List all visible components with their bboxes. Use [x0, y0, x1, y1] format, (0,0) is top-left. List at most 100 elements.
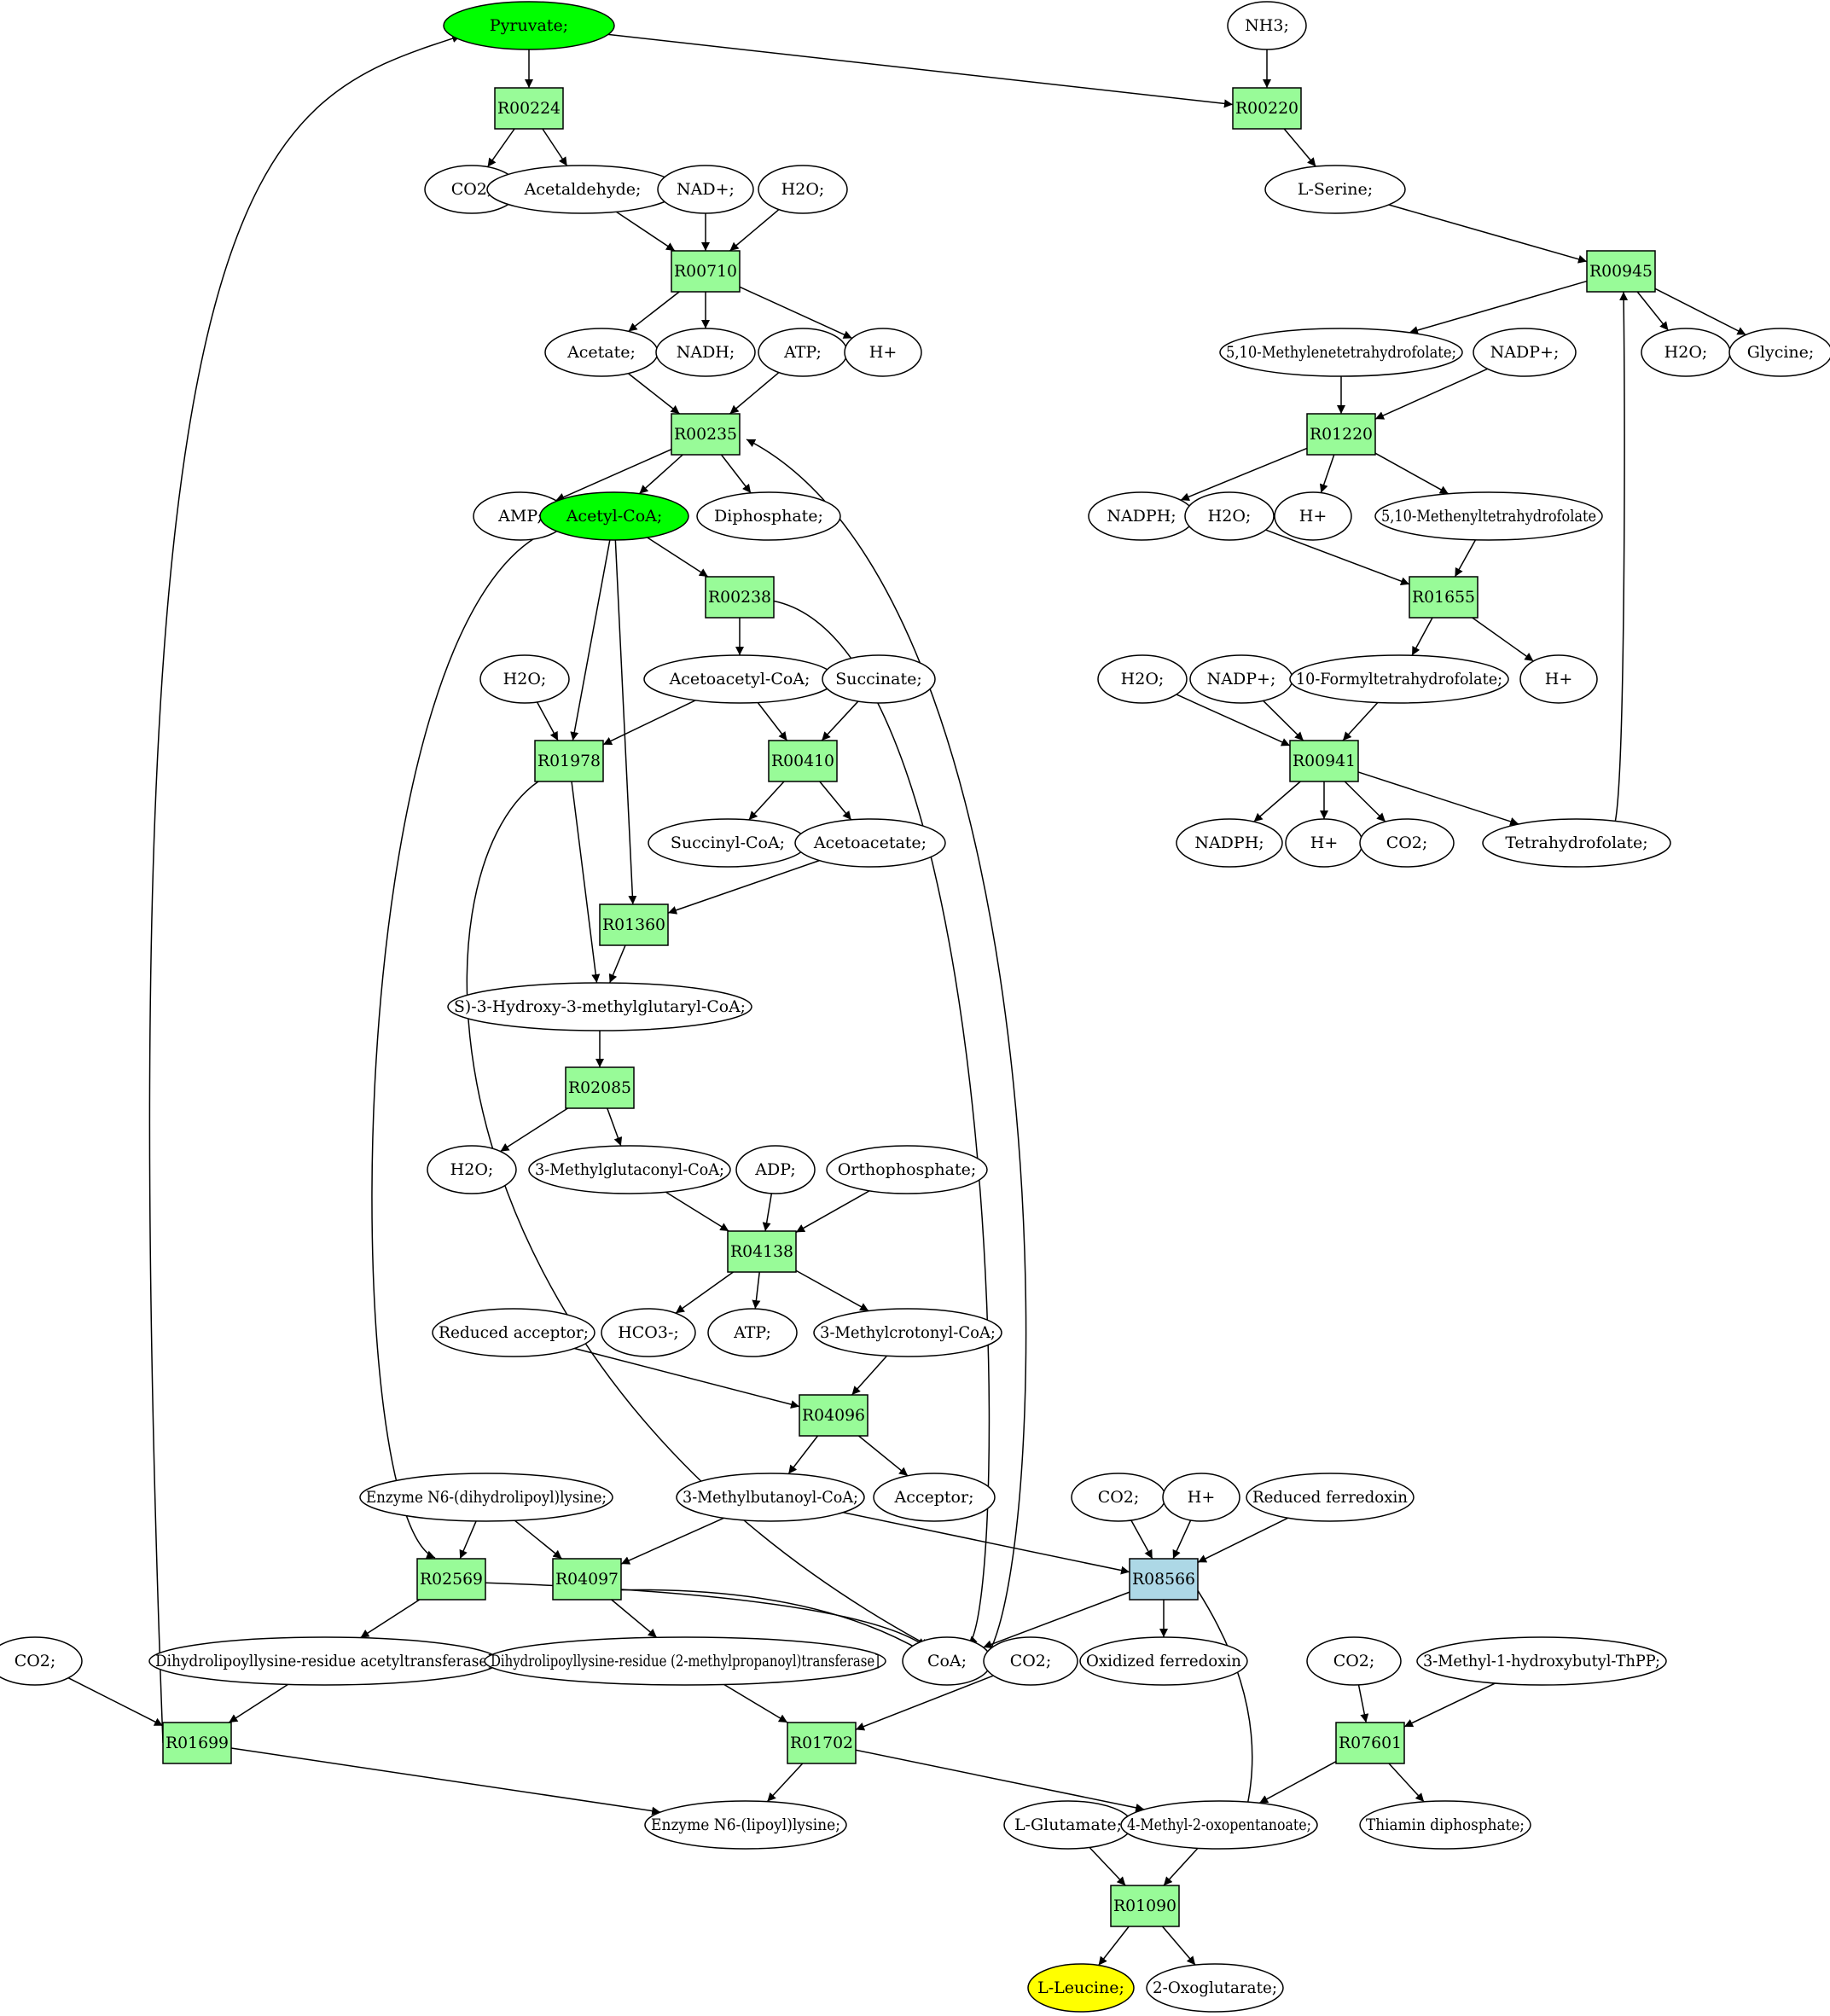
reaction-node-r00410[interactable]: R00410 [768, 740, 838, 782]
compound-node-orthophosphate[interactable]: Orthophosphate; [826, 1145, 988, 1194]
compound-node-nadpplus_1[interactable]: NADP+; [1473, 328, 1577, 377]
compound-node-acetylcoa[interactable]: Acetyl-CoA; [539, 491, 689, 541]
node-label-r00235: R00235 [674, 425, 737, 444]
reaction-node-r07601[interactable]: R07601 [1335, 1722, 1405, 1764]
compound-node-thf[interactable]: Tetrahydrofolate; [1482, 818, 1671, 868]
compound-node-acetate[interactable]: Acetate; [544, 328, 659, 377]
compound-node-co2_1[interactable]: CO2; [424, 165, 520, 214]
compound-node-adp[interactable]: ADP; [735, 1145, 816, 1194]
reaction-node-r00945[interactable]: R00945 [1586, 250, 1656, 293]
reaction-node-r01360[interactable]: R01360 [599, 903, 669, 946]
reaction-node-r00235[interactable]: R00235 [671, 413, 741, 456]
reaction-node-r00238[interactable]: R00238 [705, 576, 775, 619]
compound-node-nadph_2[interactable]: NADPH; [1176, 818, 1283, 868]
compound-node-methenylthf[interactable]: 5,10-Methenyltetrahydrofolate [1374, 491, 1603, 541]
reaction-node-r00224[interactable]: R00224 [494, 87, 564, 130]
compound-node-oxferredoxin[interactable]: Oxidized ferredoxin [1079, 1636, 1248, 1686]
compound-ellipse [983, 1636, 1078, 1686]
compound-node-mhbthpp[interactable]: 3-Methyl-1-hydroxybutyl-ThPP; [1416, 1636, 1667, 1686]
node-label-h2o_6: H2O; [450, 1160, 494, 1179]
compound-node-oxoglutarate[interactable]: 2-Oxoglutarate; [1146, 1963, 1284, 2013]
compound-node-hplus_1[interactable]: H+ [844, 328, 922, 377]
edge-r07601-to-thiamindp [1388, 1763, 1425, 1803]
compound-node-h2o_4[interactable]: H2O; [479, 654, 570, 704]
compound-node-co2_5[interactable]: CO2; [983, 1636, 1078, 1686]
node-label-r07601: R07601 [1339, 1734, 1402, 1752]
compound-node-amp[interactable]: AMP; [473, 491, 568, 541]
compound-node-enzlipoyl[interactable]: Enzyme N6-(lipoyl)lysine; [644, 1800, 847, 1850]
reaction-node-r01978[interactable]: R01978 [534, 740, 604, 782]
reaction-node-r00710[interactable]: R00710 [671, 250, 741, 293]
compound-node-h2o_2[interactable]: H2O; [1641, 328, 1731, 377]
compound-node-hplus_2[interactable]: H+ [1274, 491, 1352, 541]
compound-node-formylthf[interactable]: 10-Formyltetrahydrofolate; [1289, 654, 1509, 704]
node-label-h2o_1: H2O; [781, 180, 825, 199]
reaction-node-r01655[interactable]: R01655 [1409, 576, 1479, 619]
compound-node-lleucine[interactable]: L-Leucine; [1027, 1963, 1135, 2013]
edge-r08566-to-coa [983, 1591, 1130, 1649]
compound-node-redacceptor[interactable]: Reduced acceptor; [432, 1308, 595, 1357]
compound-node-nh3[interactable]: NH3; [1227, 1, 1307, 50]
compound-node-nadph_1[interactable]: NADPH; [1088, 491, 1195, 541]
compound-node-hplus_3[interactable]: H+ [1519, 654, 1598, 704]
reaction-node-r04097[interactable]: R04097 [552, 1558, 622, 1601]
node-label-dlacetyltrans: Dihydrolipoyllysine-residue acetyltransf… [155, 1652, 493, 1670]
reaction-node-r02569[interactable]: R02569 [416, 1558, 486, 1601]
compound-node-succinate[interactable]: Succinate; [822, 654, 936, 704]
compound-node-hmgcoa[interactable]: S)-3-Hydroxy-3-methylglutaryl-CoA; [447, 982, 752, 1031]
compound-node-succinylcoa[interactable]: Succinyl-CoA; [648, 818, 808, 868]
compound-node-mbutanoylcoa[interactable]: 3-Methylbutanoyl-CoA; [676, 1473, 865, 1522]
reaction-node-r01090[interactable]: R01090 [1110, 1885, 1180, 1927]
compound-ellipse [813, 1308, 1002, 1357]
reaction-node-r01699[interactable]: R01699 [162, 1722, 232, 1764]
compound-node-h2o_3[interactable]: H2O; [1184, 491, 1275, 541]
reaction-node-r04096[interactable]: R04096 [799, 1394, 869, 1437]
reaction-node-r02085[interactable]: R02085 [565, 1066, 635, 1109]
edge-acetylcoa-to-r00238 [647, 537, 709, 578]
compound-node-h2o_6[interactable]: H2O; [427, 1145, 517, 1194]
compound-node-nadpplus_2[interactable]: NADP+; [1189, 654, 1293, 704]
node-label-r00220: R00220 [1235, 99, 1298, 118]
compound-node-methylenethf[interactable]: 5,10-Methylenetetrahydrofolate; [1219, 328, 1463, 377]
compound-node-mglutaconylcoa[interactable]: 3-Methylglutaconyl-CoA; [528, 1145, 731, 1194]
compound-node-thiamindp[interactable]: Thiamin diphosphate; [1359, 1800, 1531, 1850]
compound-node-lglutamate[interactable]: L-Glutamate; [1003, 1800, 1133, 1850]
compound-node-co2_3[interactable]: CO2; [1071, 1473, 1166, 1522]
compound-node-glycine[interactable]: Glycine; [1728, 328, 1830, 377]
reaction-box [671, 250, 741, 293]
compound-node-lserine[interactable]: L-Serine; [1264, 165, 1406, 214]
compound-node-redferredoxin[interactable]: Reduced ferredoxin [1246, 1473, 1415, 1522]
reaction-node-r04138[interactable]: R04138 [727, 1230, 797, 1273]
edge-r00235-to-amp [555, 449, 672, 502]
compound-node-nadh[interactable]: NADH; [655, 328, 756, 377]
reaction-node-r08566[interactable]: R08566 [1129, 1558, 1199, 1601]
reaction-node-r01702[interactable]: R01702 [787, 1722, 857, 1764]
compound-node-coa[interactable]: CoA; [902, 1636, 992, 1686]
compound-node-mcrotonylcoa[interactable]: 3-Methylcrotonyl-CoA; [813, 1308, 1002, 1357]
compound-node-nadplus_1[interactable]: NAD+; [657, 165, 754, 214]
compound-node-hplus_5[interactable]: H+ [1162, 1473, 1240, 1522]
compound-node-h2o_5[interactable]: H2O; [1097, 654, 1188, 704]
reaction-node-r00220[interactable]: R00220 [1232, 87, 1302, 130]
compound-node-acetaldehyde[interactable]: Acetaldehyde; [486, 165, 679, 214]
compound-node-pyruvate[interactable]: Pyruvate; [443, 1, 615, 50]
reaction-node-r00941[interactable]: R00941 [1289, 740, 1359, 782]
compound-node-hco3[interactable]: HCO3-; [601, 1308, 696, 1357]
compound-node-co2_4[interactable]: CO2; [0, 1636, 83, 1686]
compound-node-dlmethyltrans[interactable]: Dihydrolipoyllysine-residue (2-methylpro… [484, 1636, 886, 1686]
compound-node-co2_6[interactable]: CO2; [1306, 1636, 1402, 1686]
reaction-node-r01220[interactable]: R01220 [1306, 413, 1376, 456]
compound-node-h2o_1[interactable]: H2O; [758, 165, 848, 214]
compound-node-hplus_4[interactable]: H+ [1285, 818, 1363, 868]
compound-node-acetoacetylcoa[interactable]: Acetoacetyl-CoA; [643, 654, 836, 704]
compound-node-atp_1[interactable]: ATP; [758, 328, 848, 377]
compound-node-moxopentanoate[interactable]: 4-Methyl-2-oxopentanoate; [1120, 1800, 1318, 1850]
compound-node-diphosphate[interactable]: Diphosphate; [696, 491, 841, 541]
compound-ellipse [479, 654, 570, 704]
compound-node-atp_2[interactable]: ATP; [707, 1308, 798, 1357]
compound-node-acceptor[interactable]: Acceptor; [873, 1473, 996, 1522]
compound-node-acetoacetate[interactable]: Acetoacetate; [794, 818, 946, 868]
compound-node-dlacetyltrans[interactable]: Dihydrolipoyllysine-residue acetyltransf… [148, 1636, 500, 1686]
compound-node-co2_2[interactable]: CO2; [1359, 818, 1455, 868]
compound-node-enzdihydrolipoyl[interactable]: Enzyme N6-(dihydrolipoyl)lysine; [359, 1473, 613, 1522]
